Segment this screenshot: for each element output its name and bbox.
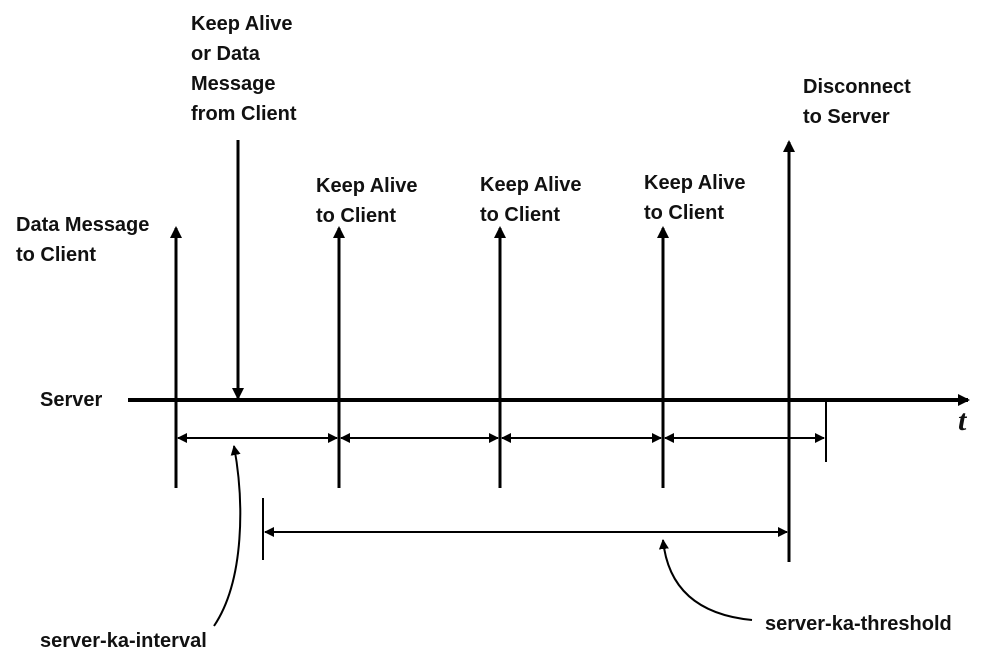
disconnect-label: Disconnect to Server xyxy=(803,76,916,128)
from-client-label: Keep Alive or Data Message from Client xyxy=(191,13,298,125)
ka2-label: Keep Alive to Client xyxy=(480,174,587,226)
time-axis-label: t xyxy=(958,404,968,437)
threshold-callout-curve xyxy=(658,539,753,621)
ka1-label: Keep Alive to Client xyxy=(316,175,423,227)
server-label: Server xyxy=(40,389,102,411)
data-to-client-label: Data Message to Client xyxy=(16,214,155,266)
server-ka-interval-label: server-ka-interval xyxy=(40,630,207,652)
server-ka-threshold-label: server-ka-threshold xyxy=(765,613,952,635)
interval-callout-curve xyxy=(213,445,242,627)
ka3-label: Keep Alive to Client xyxy=(644,172,751,224)
